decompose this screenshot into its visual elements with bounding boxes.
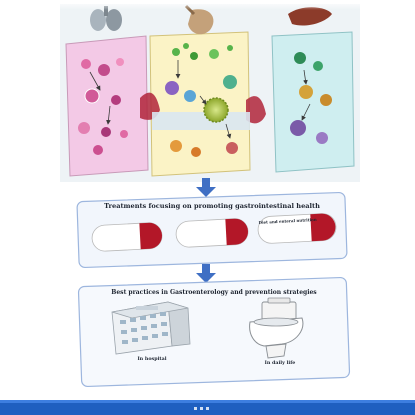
lung-cells	[78, 58, 128, 155]
lungs-icon	[90, 6, 122, 31]
liver-cells	[290, 52, 332, 144]
footer-dot-3	[206, 407, 209, 410]
gut-lumen-band	[152, 112, 250, 130]
treatment-pill-3: Diet and enteral nutrition	[257, 213, 337, 244]
treatment-pill-3-title: Diet and enteral nutrition	[258, 217, 316, 225]
blood-vessel-right	[246, 96, 266, 124]
footer-bar	[0, 400, 415, 415]
treatment-pill-2	[175, 218, 249, 248]
hospital-building-icon	[111, 301, 191, 355]
toilet-icon	[249, 297, 304, 359]
immune-panel	[149, 31, 251, 177]
mechanism-panel	[60, 0, 360, 182]
treatment-panel: Treatments focusing on promoting gastroi…	[76, 191, 348, 269]
lung-panel	[65, 35, 149, 177]
practice-panel: Best practices in Gastroenterology and p…	[77, 276, 351, 388]
flow-arrow-2	[196, 264, 216, 283]
practice-item-hospital-title: In hospital	[137, 356, 166, 362]
footer-dot-1	[194, 407, 197, 410]
treatment-pill-1	[91, 222, 163, 252]
footer-dot-2	[200, 407, 203, 410]
footer-highlight	[0, 400, 415, 403]
flow-arrow-1	[196, 178, 216, 197]
liver-icon	[288, 7, 332, 26]
practice-panel-title: Best practices in Gastroenterology and p…	[111, 289, 317, 296]
practice-item-daily-title: In daily life	[265, 360, 296, 366]
liver-panel	[271, 31, 355, 173]
virus-particles-icon	[172, 43, 233, 60]
immune-cells-icon	[165, 60, 238, 157]
treatment-panel-title: Treatments focusing on promoting gastroi…	[104, 202, 320, 210]
